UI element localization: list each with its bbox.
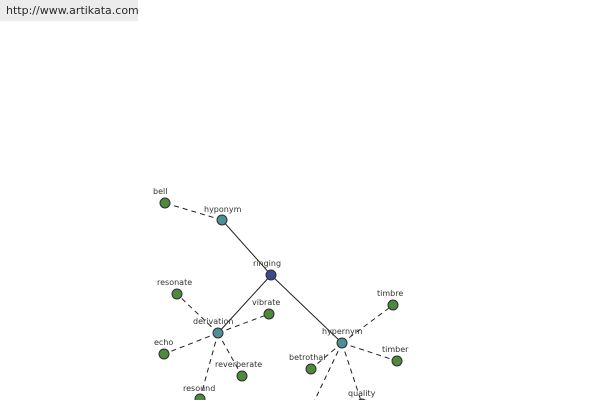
node-hypernym-label[interactable]: hypernym — [322, 327, 363, 336]
node-echo-label[interactable]: echo — [154, 338, 173, 347]
edge-hypernym-betrothal — [310, 342, 343, 370]
node-derivation-label[interactable]: derivation — [193, 317, 233, 326]
node-quality-label[interactable]: quality — [348, 389, 376, 398]
node-betrothal-label[interactable]: betrothal — [289, 353, 325, 362]
edge-hypernym-quality — [341, 342, 362, 400]
node-ringing-label[interactable]: ringing — [253, 259, 281, 268]
node-reverberate-marker[interactable] — [236, 370, 248, 382]
node-vibrate-marker[interactable] — [263, 308, 275, 320]
edge-derivation-resound — [199, 332, 219, 400]
node-hyponym-marker[interactable] — [216, 214, 228, 226]
edge-derivation-echo — [163, 332, 219, 355]
node-resonate-label[interactable]: resonate — [157, 278, 192, 287]
node-resound-marker[interactable] — [194, 393, 206, 400]
edge-ringing-hypernym — [270, 274, 343, 344]
node-hypernym-marker[interactable] — [336, 337, 348, 349]
edge-hypernym-timber — [341, 342, 398, 362]
node-resound[interactable]: resound — [183, 384, 215, 400]
nodes-layer: ringing hyponym derivation hypernym bell reso… — [153, 187, 409, 400]
node-reverberate-label[interactable]: reverberate — [215, 360, 262, 369]
node-hypernym[interactable]: hypernym — [322, 327, 363, 349]
edges-layer — [163, 202, 398, 400]
node-timbre[interactable]: timbre — [377, 289, 403, 311]
node-bell[interactable]: bell — [153, 187, 171, 209]
node-hyponym-label[interactable]: hyponym — [204, 205, 242, 214]
edge-hypernym-timbre — [341, 304, 394, 344]
edge-ringing-derivation — [217, 274, 272, 334]
node-bell-marker[interactable] — [159, 197, 171, 209]
node-betrothal-marker[interactable] — [305, 363, 317, 375]
node-quality[interactable]: quality — [348, 389, 376, 400]
edge-derivation-resonate — [176, 293, 219, 334]
node-betrothal[interactable]: betrothal — [289, 353, 325, 375]
node-ringing-marker[interactable] — [265, 269, 277, 281]
node-derivation[interactable]: derivation — [193, 317, 233, 339]
edge-hypernym-offscreen — [314, 342, 343, 400]
node-vibrate[interactable]: vibrate — [252, 298, 280, 320]
node-bell-label[interactable]: bell — [153, 187, 167, 196]
node-vibrate-label[interactable]: vibrate — [252, 298, 280, 307]
node-derivation-marker[interactable] — [212, 327, 224, 339]
node-timber-label[interactable]: timber — [382, 345, 409, 354]
node-timbre-label[interactable]: timbre — [377, 289, 403, 298]
node-ringing[interactable]: ringing — [253, 259, 281, 281]
edge-ringing-hyponym — [221, 219, 272, 276]
node-timber[interactable]: timber — [382, 345, 409, 367]
node-timber-marker[interactable] — [391, 355, 403, 367]
node-reverberate[interactable]: reverberate — [215, 360, 262, 382]
node-resound-label[interactable]: resound — [183, 384, 215, 393]
edge-derivation-reverberate — [217, 332, 243, 377]
node-timbre-marker[interactable] — [387, 299, 399, 311]
source-url-label: http://www.artikata.com — [0, 0, 139, 21]
node-resonate-marker[interactable] — [171, 288, 183, 300]
node-echo-marker[interactable] — [158, 348, 170, 360]
edge-hyponym-bell — [164, 202, 223, 221]
node-resonate[interactable]: resonate — [157, 278, 192, 300]
edge-derivation-vibrate — [217, 313, 270, 334]
node-hyponym[interactable]: hyponym — [204, 205, 242, 226]
node-echo[interactable]: echo — [154, 338, 173, 360]
